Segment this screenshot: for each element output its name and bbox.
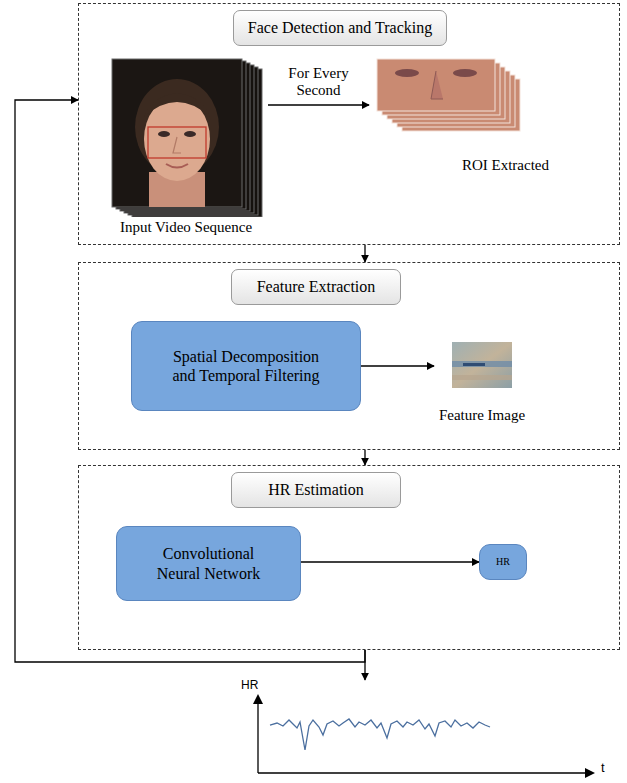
illustration-part [452, 361, 512, 367]
feature-image: Feature Image [434, 337, 530, 427]
illustration-part [463, 363, 485, 366]
picture-holder [104, 57, 268, 221]
flow-arrow [15, 100, 365, 662]
picture-holder [451, 341, 513, 393]
roi-frames-picture [369, 57, 549, 152]
stage-panel: Face Detection and TrackingInput Video S… [78, 3, 620, 245]
illustration-part [166, 164, 188, 168]
video-frames-picture [104, 57, 268, 217]
flow-arrow [268, 104, 369, 105]
box-text: Spatial Decomposition and Temporal Filte… [164, 347, 329, 385]
axis-label: HR [241, 678, 258, 692]
illustration-part [453, 69, 477, 77]
illustration-part [377, 59, 495, 111]
stage-panel: Feature ExtractionSpatial Decomposition … [78, 262, 620, 450]
picture-holder [235, 680, 620, 783]
hr-chart: HR t [235, 680, 620, 780]
illustration-part [270, 719, 490, 750]
stage-panel: HR EstimationConvolutional Neural Networ… [78, 465, 620, 650]
output-box: HR [479, 544, 527, 580]
box-text: Convolutional Neural Network [141, 544, 276, 582]
process-box: Spatial Decomposition and Temporal Filte… [131, 321, 361, 411]
illustration-part [452, 375, 512, 380]
illustration-part [184, 131, 196, 137]
illustration-part [585, 768, 595, 778]
flow-arrow [301, 561, 479, 562]
stage-heading: Feature Extraction [231, 269, 401, 305]
illustration-part [253, 694, 263, 704]
roi-frames: ROI Extracted [369, 57, 549, 179]
stage-heading: Face Detection and Tracking [233, 10, 447, 46]
axis-label: t [601, 760, 605, 775]
illustration-part [173, 137, 181, 153]
illustration-part [258, 772, 587, 773]
illustration-part [144, 93, 210, 117]
box-text: HR [496, 556, 510, 568]
hr-chart-picture [235, 680, 620, 780]
feature-image-picture [451, 341, 513, 389]
illustration-part [431, 71, 443, 99]
process-box: Convolutional Neural Network [116, 526, 301, 601]
edge-label: For Every Second [278, 65, 360, 100]
illustration-part [158, 131, 170, 137]
input-video-frames: Input Video Sequence [104, 57, 268, 239]
flow-arrow [364, 245, 365, 262]
caption: Feature Image [434, 407, 530, 424]
illustration-part [452, 342, 512, 388]
illustration-part [112, 59, 242, 207]
picture-holder [369, 57, 549, 156]
flow-arrow [364, 450, 365, 465]
illustration-part [148, 127, 206, 158]
flow-arrow [361, 365, 434, 366]
stage-heading: HR Estimation [231, 472, 401, 508]
illustration-part [395, 69, 419, 77]
caption: Input Video Sequence [104, 219, 268, 236]
illustration-part [257, 702, 258, 773]
caption: ROI Extracted [462, 157, 549, 174]
illustration-part [144, 97, 210, 181]
